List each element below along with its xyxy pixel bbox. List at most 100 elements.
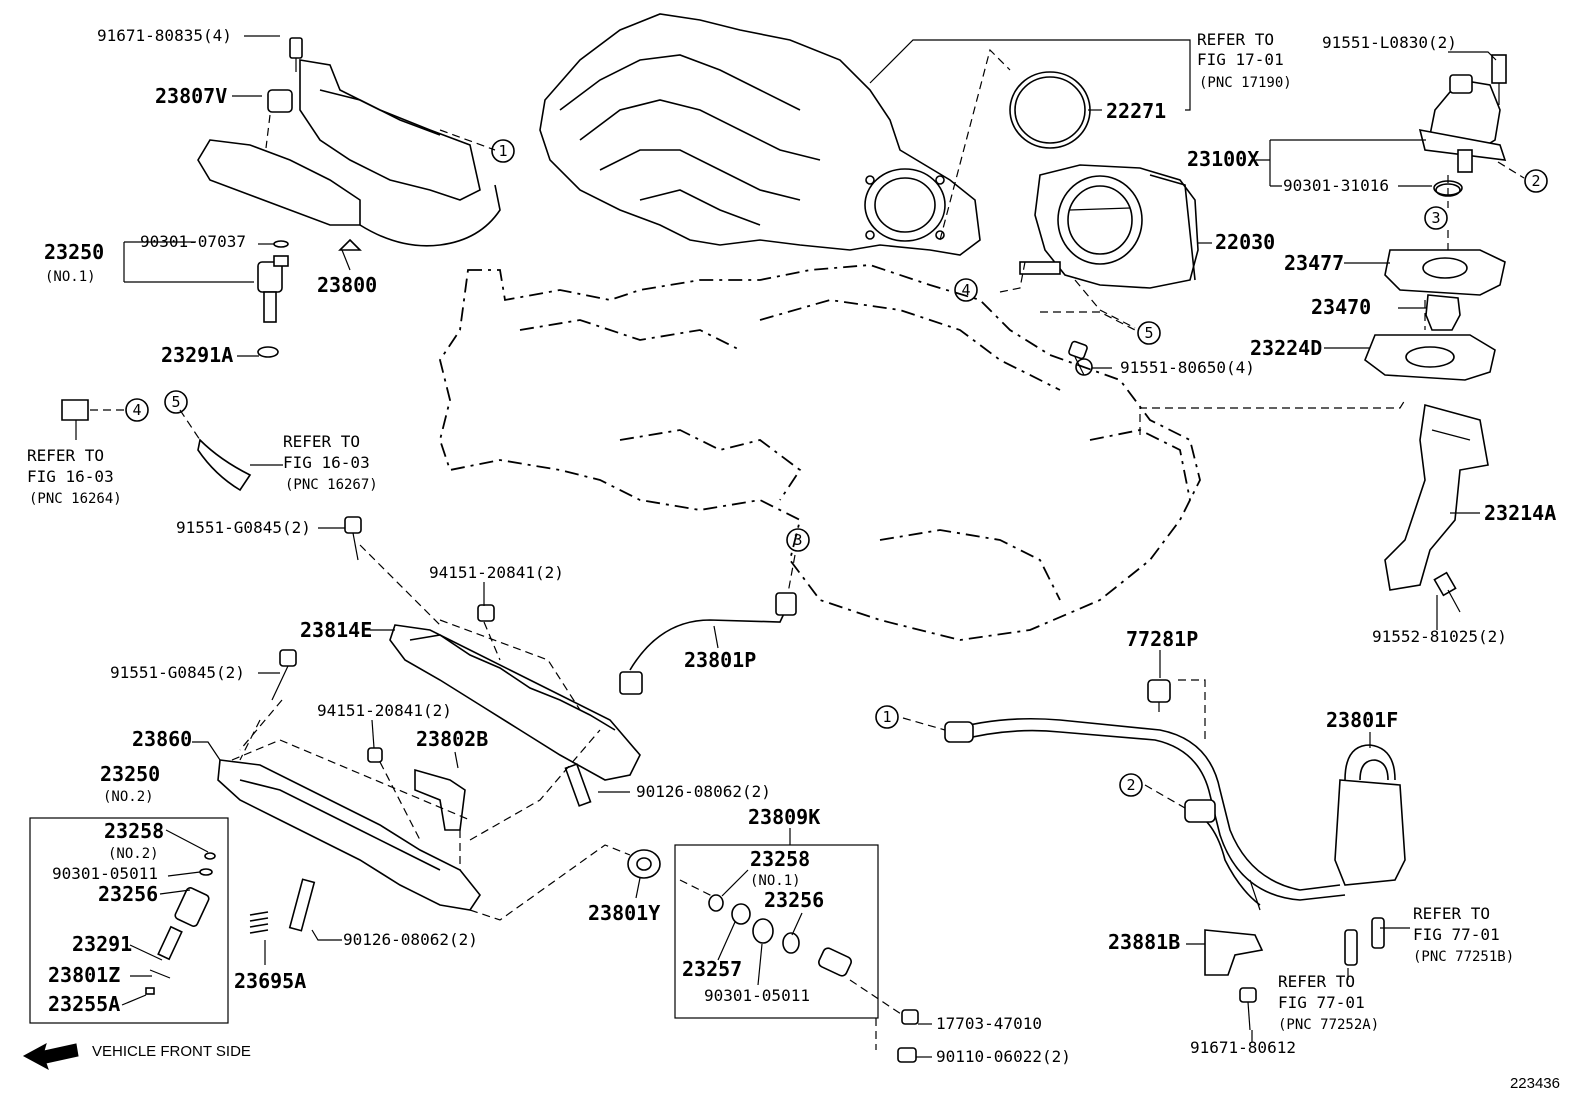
- seal-kit-parts: [708, 894, 852, 977]
- part-label: 23807V: [155, 84, 227, 108]
- part-label: 23801P: [684, 648, 756, 672]
- part-label: 90301-05011: [704, 986, 810, 1005]
- part-label: 90301-31016: [1283, 176, 1389, 195]
- part-labels: 91671-80835(4) 23807V 23250 (NO.1) 90301…: [44, 26, 1556, 1066]
- injector-no2-box: [29, 817, 229, 1024]
- part-label: 23256: [764, 888, 824, 912]
- callout-markers: 1 1 2 2 3 3 4 4 5 5: [125, 139, 1548, 797]
- figure-number: 223436: [1510, 1075, 1560, 1092]
- part-label: 23814E: [300, 618, 372, 642]
- front-direction-indicator: VEHICLE FRONT SIDE: [22, 1042, 251, 1071]
- part-label: 91671-80612: [1190, 1038, 1296, 1057]
- callout-1: 1: [882, 708, 891, 726]
- part-label: 90301-05011: [52, 864, 158, 883]
- refer-note: REFER TO: [27, 446, 104, 465]
- part-label: 91552-81025(2): [1372, 627, 1507, 646]
- part-label: 23100X: [1187, 147, 1259, 171]
- intake-manifold: [539, 13, 981, 256]
- part-label: (NO.2): [103, 789, 154, 805]
- injector-no2: [145, 852, 216, 995]
- refer-note: FIG 17-01: [1197, 50, 1284, 69]
- part-label: 23470: [1311, 295, 1371, 319]
- fuel-pump-23100X: [1418, 54, 1507, 196]
- callout-1: 1: [498, 142, 507, 160]
- part-label: 23801Z: [48, 963, 120, 987]
- misc-bolts: [1068, 183, 1461, 376]
- bracket-23881B: [1204, 929, 1264, 1031]
- refer-note: (PNC 77252A): [1278, 1017, 1379, 1033]
- refer-note: REFER TO: [283, 432, 360, 451]
- part-label: (NO.2): [108, 846, 159, 862]
- callout-5: 5: [171, 393, 180, 411]
- callout-5: 5: [1144, 324, 1153, 342]
- ref-pipes-77: [1344, 917, 1385, 966]
- refer-note: REFER TO: [1197, 30, 1274, 49]
- throttle-body-22030: [1019, 164, 1199, 289]
- part-label: 23255A: [48, 992, 120, 1016]
- part-label: 94151-20841(2): [429, 563, 564, 582]
- fuel-rail-23860: [217, 649, 481, 934]
- fuel-rail-23814E: [344, 516, 641, 807]
- part-label: 91551-80650(4): [1120, 358, 1255, 377]
- part-label: 91551-L0830(2): [1322, 33, 1457, 52]
- part-label: 23250: [100, 762, 160, 786]
- fuel-rail-upper: [197, 37, 501, 251]
- callout-2: 2: [1531, 172, 1540, 190]
- leader-lines: [75, 35, 1525, 1058]
- front-side-label: VEHICLE FRONT SIDE: [92, 1043, 251, 1060]
- part-label: 23881B: [1108, 930, 1180, 954]
- part-label: 23801Y: [588, 901, 660, 925]
- ref-pipes-16: [61, 399, 252, 492]
- refer-note: REFER TO: [1278, 972, 1355, 991]
- part-label: 23800: [317, 273, 377, 297]
- part-label: 90110-06022(2): [936, 1047, 1071, 1066]
- refer-note: (PNC 77251B): [1413, 949, 1514, 965]
- part-label: (NO.1): [750, 873, 801, 889]
- part-label: 90301-07037: [140, 232, 246, 251]
- part-label: 90126-08062(2): [343, 930, 478, 949]
- refer-to-notes: REFER TO FIG 17-01 (PNC 17190) REFER TO …: [27, 30, 1514, 1033]
- part-label: 22271: [1106, 99, 1166, 123]
- part-label: (NO.1): [45, 269, 96, 285]
- pump-insulator-stack: [1364, 249, 1506, 381]
- pump-bracket-23214A: [1384, 403, 1489, 613]
- part-label: 23256: [98, 882, 158, 906]
- arrow-left-icon: [22, 1042, 79, 1071]
- part-label: 23802B: [416, 727, 488, 751]
- callout-4: 4: [961, 281, 970, 299]
- part-label: 94151-20841(2): [317, 701, 452, 720]
- part-label: 91551-G0845(2): [176, 518, 311, 537]
- part-label: 91671-80835(4): [97, 26, 232, 45]
- part-label: 23860: [132, 727, 192, 751]
- part-label: 23291: [72, 932, 132, 956]
- fuel-pipe-23801P: [619, 592, 797, 695]
- part-label: 23214A: [1484, 501, 1556, 525]
- part-label: 77281P: [1126, 627, 1198, 651]
- injector-no1: [257, 240, 289, 358]
- engine-phantom-outline: [439, 264, 1201, 641]
- refer-note: (PNC 17190): [1199, 75, 1292, 91]
- gasket-23801Y: [627, 849, 661, 879]
- part-label: 23250: [44, 240, 104, 264]
- seal-kit-box: [674, 844, 879, 1019]
- part-label: 90126-08062(2): [636, 782, 771, 801]
- gasket-22271: [1009, 71, 1091, 149]
- refer-note: FIG 16-03: [27, 467, 114, 486]
- callout-4: 4: [132, 401, 141, 419]
- part-label: 23291A: [161, 343, 233, 367]
- part-label: 23257: [682, 957, 742, 981]
- bolts-bottom: [897, 1009, 919, 1063]
- callout-2: 2: [1126, 776, 1135, 794]
- part-label: 91551-G0845(2): [110, 663, 245, 682]
- fuel-pipe-23801F: [944, 679, 1406, 911]
- part-label: 23258: [104, 819, 164, 843]
- refer-note: FIG 16-03: [283, 453, 370, 472]
- part-label: 23809K: [748, 805, 820, 829]
- part-label: 17703-47010: [936, 1014, 1042, 1033]
- refer-note: FIG 77-01: [1413, 925, 1500, 944]
- part-label: 23258: [750, 847, 810, 871]
- part-label: 23695A: [234, 969, 306, 993]
- part-label: 23477: [1284, 251, 1344, 275]
- refer-note: FIG 77-01: [1278, 993, 1365, 1012]
